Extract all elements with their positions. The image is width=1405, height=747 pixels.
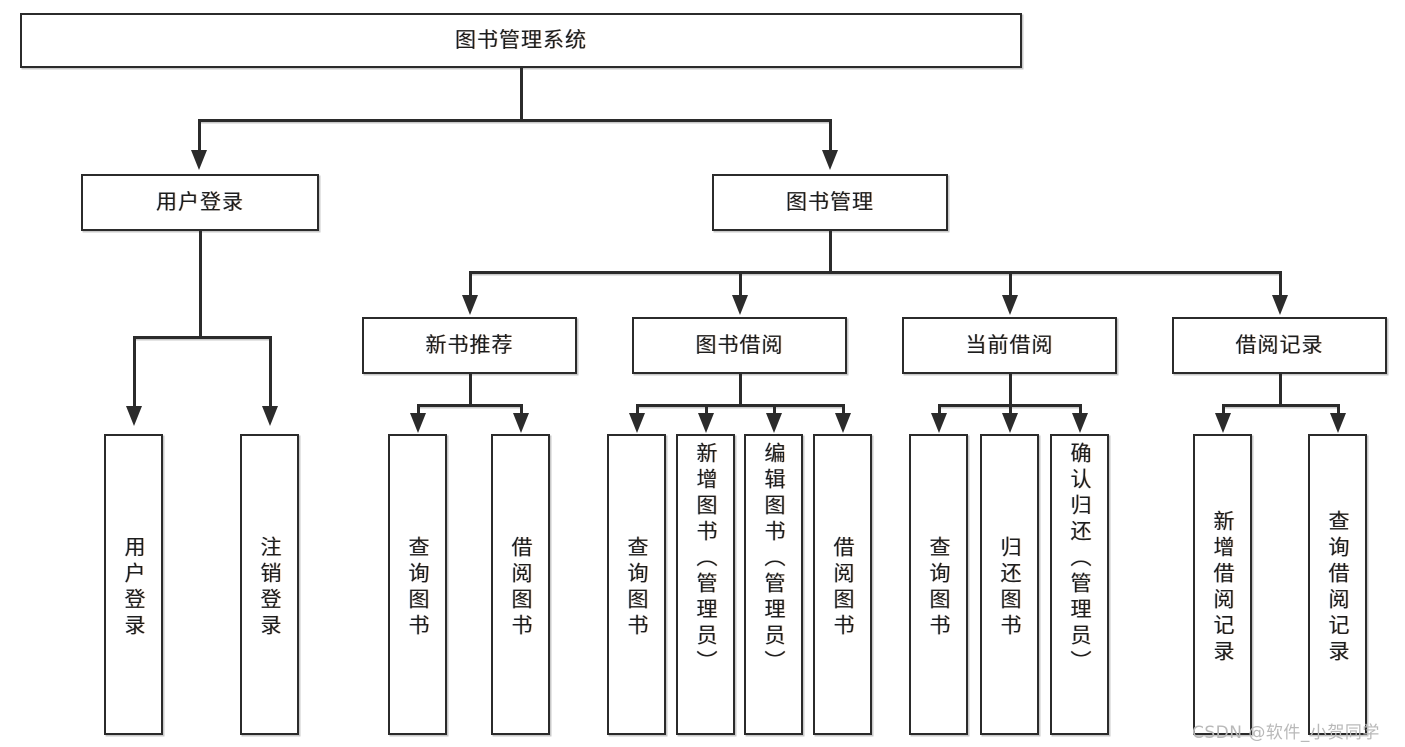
edge-bm-to-current-borrow: [1009, 271, 1012, 297]
leaf-label: 查询图书: [927, 535, 951, 640]
edge-user-login-to-leaf-1: [133, 336, 136, 408]
edge-br-trunk: [1279, 374, 1282, 405]
arrowhead-book-borrow: [732, 295, 748, 315]
arrowhead-nbr-leaf-2: [513, 413, 529, 433]
leaf-br-add-record[interactable]: 新增借阅记录: [1193, 434, 1252, 735]
arrowhead-borrow-record: [1272, 295, 1288, 315]
leaf-label: 新增图书（管理员）: [694, 442, 718, 676]
leaf-label: 查询借阅记录: [1326, 509, 1350, 666]
leaf-label: 用户登录: [122, 535, 146, 640]
edge-book-management-trunk: [829, 231, 832, 273]
edge-cb-to-leaf-2: [1009, 404, 1012, 416]
edge-bm-to-borrow-record: [1279, 271, 1282, 297]
arrowhead-current-borrow: [1002, 295, 1018, 315]
arrowhead-to-user-login: [191, 150, 207, 170]
leaf-label: 编辑图书（管理员）: [762, 442, 786, 676]
edge-user-login-trunk: [199, 231, 202, 337]
edge-user-login-to-leaf-2: [269, 336, 272, 408]
edge-bb-trunk: [739, 374, 742, 405]
edge-br-to-leaf-2: [1337, 404, 1340, 416]
node-borrow-record[interactable]: 借阅记录: [1172, 317, 1387, 374]
node-root-book-management-system[interactable]: 图书管理系统: [20, 13, 1022, 68]
edge-root-hbar: [198, 119, 832, 122]
edge-cb-to-leaf-1: [938, 404, 941, 416]
node-new-book-recommend[interactable]: 新书推荐: [362, 317, 577, 374]
node-label: 图书管理系统: [455, 28, 587, 53]
node-label: 图书管理: [786, 190, 874, 215]
leaf-nbr-borrow-book[interactable]: 借阅图书: [491, 434, 550, 735]
edge-nbr-trunk: [469, 374, 472, 405]
leaf-label: 借阅图书: [509, 535, 533, 640]
edge-root-to-user-login: [198, 119, 201, 152]
node-label: 用户登录: [156, 190, 244, 215]
leaf-user-login-login[interactable]: 用户登录: [104, 434, 163, 735]
leaf-cb-confirm-return-admin[interactable]: 确认归还（管理员）: [1050, 434, 1109, 735]
node-book-borrow[interactable]: 图书借阅: [632, 317, 847, 374]
arrowhead-bb-leaf-4: [835, 413, 851, 433]
arrowhead-cb-leaf-1: [931, 413, 947, 433]
arrowhead-user-login-leaf-1: [126, 406, 142, 426]
edge-user-login-hbar: [133, 336, 270, 339]
leaf-nbr-query-book[interactable]: 查询图书: [388, 434, 447, 735]
node-user-login[interactable]: 用户登录: [81, 174, 319, 231]
node-label: 借阅记录: [1235, 333, 1324, 358]
arrowhead-cb-leaf-2: [1002, 413, 1018, 433]
leaf-br-query-record[interactable]: 查询借阅记录: [1308, 434, 1367, 735]
edge-cb-trunk: [1009, 374, 1012, 405]
leaf-label: 借阅图书: [831, 535, 855, 640]
leaf-label: 归还图书: [998, 535, 1022, 640]
leaf-label: 新增借阅记录: [1211, 509, 1235, 666]
edge-bb-to-leaf-2: [705, 404, 708, 416]
leaf-bb-query-book[interactable]: 查询图书: [607, 434, 666, 735]
edge-br-to-leaf-1: [1222, 404, 1225, 416]
arrowhead-nbr-leaf-1: [410, 413, 426, 433]
arrowhead-to-book-management: [822, 150, 838, 170]
edge-nbr-to-leaf-2: [520, 404, 523, 416]
edge-bm-to-new-book: [469, 271, 472, 297]
arrowhead-bb-leaf-2: [698, 413, 714, 433]
node-current-borrow[interactable]: 当前借阅: [902, 317, 1117, 374]
arrowhead-cb-leaf-3: [1072, 413, 1088, 433]
arrowhead-br-leaf-2: [1330, 413, 1346, 433]
leaf-bb-borrow-book[interactable]: 借阅图书: [813, 434, 872, 735]
leaf-bb-add-book-admin[interactable]: 新增图书（管理员）: [676, 434, 735, 735]
node-label: 新书推荐: [425, 333, 514, 358]
arrowhead-br-leaf-1: [1215, 413, 1231, 433]
node-label: 图书借阅: [695, 333, 784, 358]
edge-root-to-book-management: [829, 119, 832, 152]
edge-book-management-hbar: [469, 271, 1281, 274]
arrowhead-bb-leaf-3: [766, 413, 782, 433]
edge-nbr-hbar: [417, 404, 522, 407]
leaf-label: 注销登录: [258, 535, 282, 640]
leaf-cb-query-book[interactable]: 查询图书: [909, 434, 968, 735]
edge-nbr-to-leaf-1: [417, 404, 420, 416]
edge-bb-to-leaf-3: [773, 404, 776, 416]
arrowhead-new-book-recommend: [462, 295, 478, 315]
node-label: 当前借阅: [965, 333, 1054, 358]
edge-br-hbar: [1222, 404, 1339, 407]
edge-bm-to-book-borrow: [739, 271, 742, 297]
leaf-bb-edit-book-admin[interactable]: 编辑图书（管理员）: [744, 434, 803, 735]
leaf-label: 确认归还（管理员）: [1068, 442, 1092, 676]
arrowhead-user-login-leaf-2: [262, 406, 278, 426]
csdn-watermark: CSDN @软件_小贺同学: [1192, 723, 1380, 743]
leaf-user-login-logout[interactable]: 注销登录: [240, 434, 299, 735]
arrowhead-bb-leaf-1: [629, 413, 645, 433]
leaf-label: 查询图书: [625, 535, 649, 640]
node-book-management[interactable]: 图书管理: [712, 174, 948, 231]
edge-bb-to-leaf-4: [842, 404, 845, 416]
edge-cb-to-leaf-3: [1079, 404, 1082, 416]
edge-bb-hbar: [636, 404, 844, 407]
leaf-cb-return-book[interactable]: 归还图书: [980, 434, 1039, 735]
edge-root-trunk: [520, 68, 523, 120]
leaf-label: 查询图书: [406, 535, 430, 640]
edge-bb-to-leaf-1: [636, 404, 639, 416]
